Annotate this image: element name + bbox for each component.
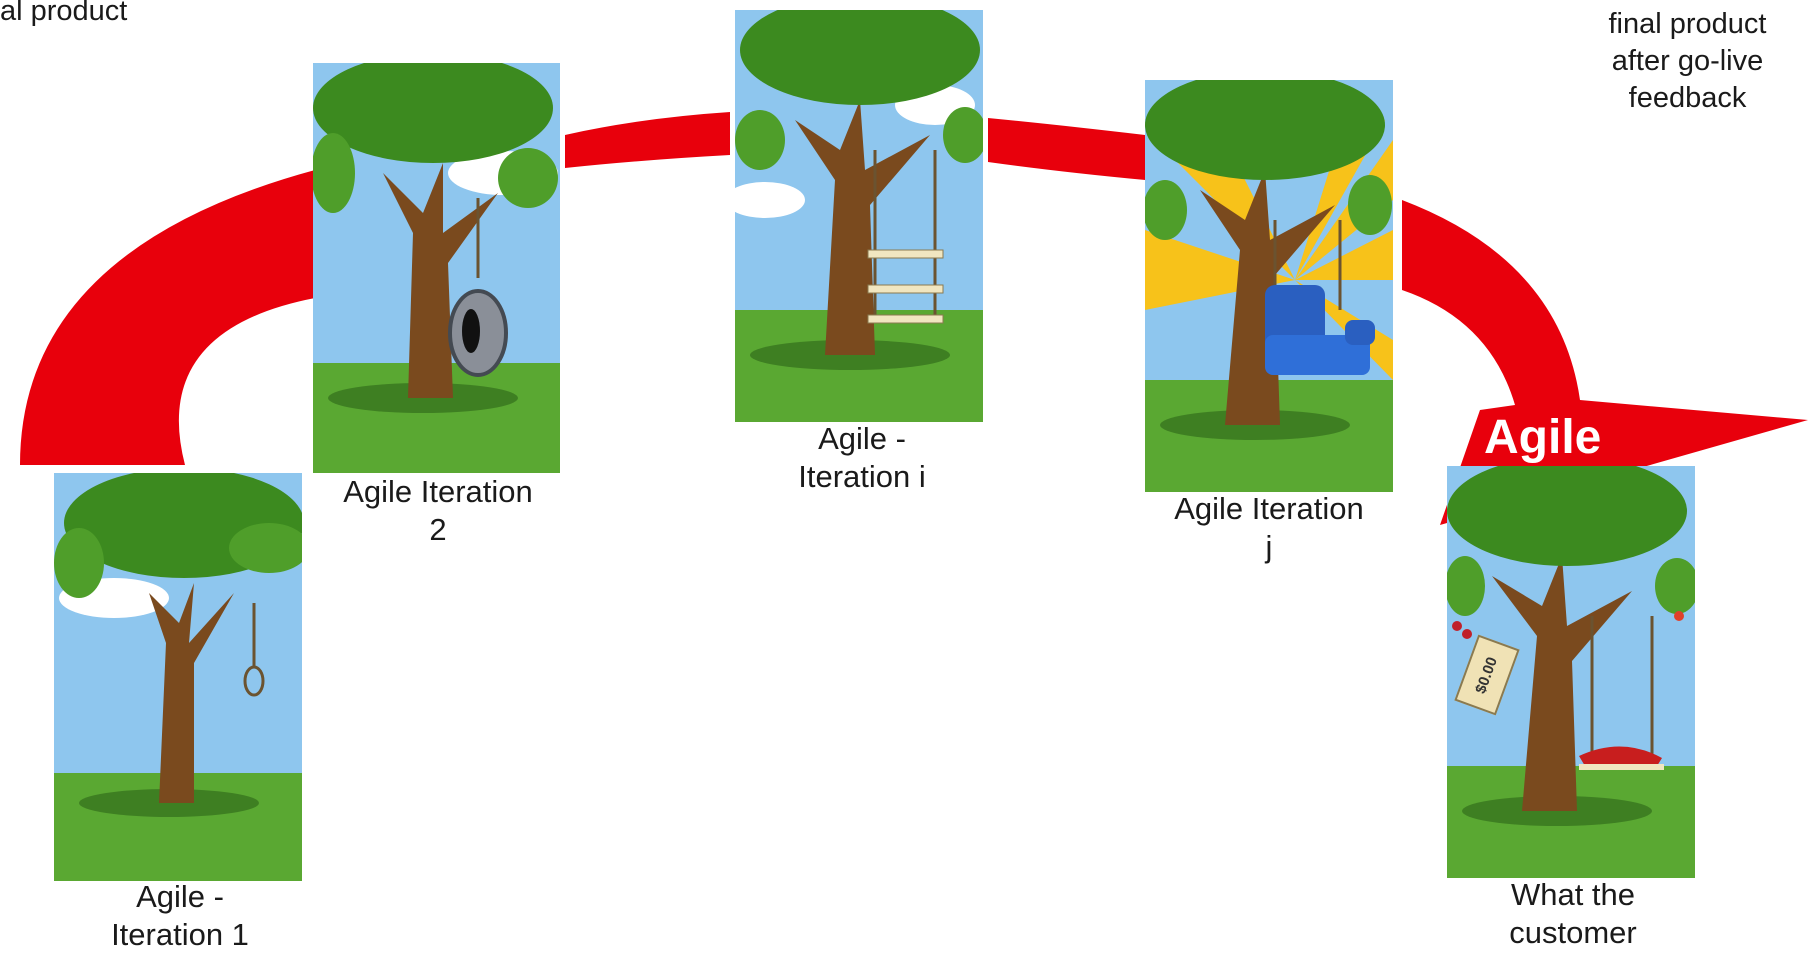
panel-iteration-i xyxy=(735,10,983,422)
top-left-partial-label: al product xyxy=(0,0,128,27)
arrow-segment-middle-left xyxy=(565,112,730,168)
arrow-segment-left xyxy=(20,170,315,465)
panel-iteration-1 xyxy=(54,473,302,881)
panel-iteration-j xyxy=(1145,80,1393,492)
caption-iteration-1: Agile - Iteration 1 xyxy=(111,879,249,952)
agile-label: Agile xyxy=(1484,411,1602,464)
arrow-segment-right xyxy=(1402,200,1808,525)
final-product-note: final product after go-live feedback xyxy=(1608,8,1767,114)
caption-customer: What the customer xyxy=(1509,877,1637,950)
price-tag-label: $0.00 xyxy=(1472,654,1502,696)
caption-iteration-j: Agile Iteration j xyxy=(1174,491,1364,564)
arrow-segment-middle-right xyxy=(988,118,1145,180)
panel-iteration-2 xyxy=(313,63,560,473)
caption-iteration-2: Agile Iteration 2 xyxy=(343,474,533,547)
caption-iteration-i: Agile - Iteration i xyxy=(798,421,926,494)
